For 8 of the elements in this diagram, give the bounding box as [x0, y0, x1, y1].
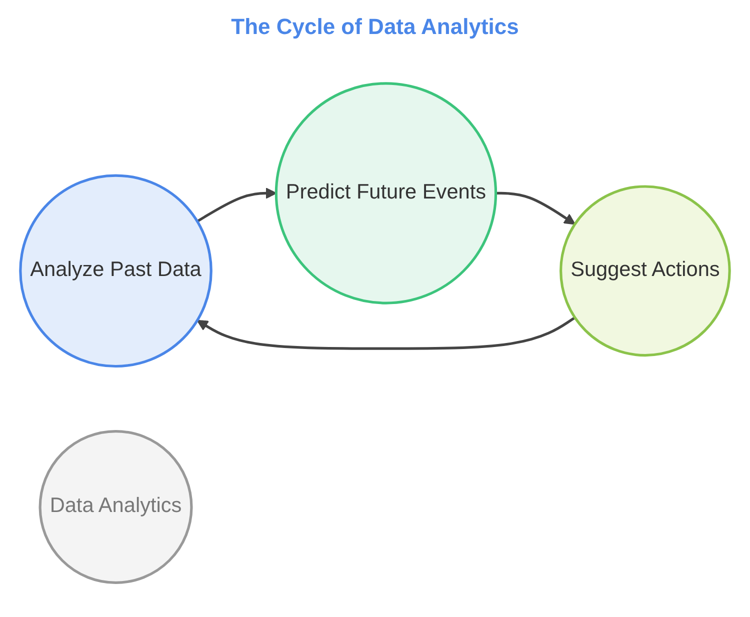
- arrow: [196, 188, 277, 223]
- node-circle: Suggest Actions: [560, 186, 731, 358]
- diagram-title: The Cycle of Data Analytics: [230, 14, 520, 40]
- node-circle: Predict Future Events: [274, 82, 498, 305]
- arrow: [496, 192, 576, 226]
- node-circle: Analyze Past Data: [19, 174, 212, 368]
- node-circle: Data Analytics: [38, 430, 193, 584]
- arrow: [196, 316, 576, 350]
